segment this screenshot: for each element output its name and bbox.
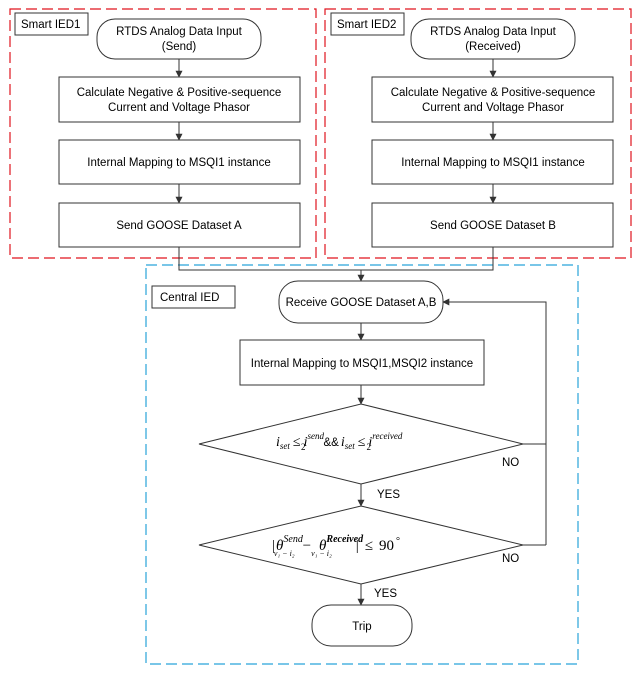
d2-theta1: θ <box>276 538 284 554</box>
d2-theta2: θ <box>319 538 327 554</box>
smart-ied2-title-box <box>330 12 405 36</box>
central-mapping-label: Internal Mapping to MSQI1,MSQI2 instance <box>251 358 473 370</box>
receive-label: Receive GOOSE Dataset A,B <box>286 297 437 309</box>
ied2-calc-line1: Calculate Negative & Positive-sequence <box>391 87 596 99</box>
d2-degree: ° <box>396 536 400 547</box>
central-mapping-box <box>239 339 485 386</box>
ied1-send-box <box>58 202 301 248</box>
yes1-label: YES <box>377 489 400 501</box>
ied2-send-label: Send GOOSE Dataset B <box>430 220 556 232</box>
connector-datasets-merge <box>178 247 494 271</box>
d1-leq: ≤ <box>293 435 301 450</box>
central-ied-group <box>145 264 579 665</box>
loopback-to-receive <box>442 298 547 545</box>
ied1-input-terminal <box>96 18 262 60</box>
no2-label: NO <box>502 553 519 565</box>
smart-ied1-group <box>9 8 317 259</box>
ied1-calc-line2: Current and Voltage Phasor <box>108 102 250 114</box>
d1-leq2: ≤ <box>358 435 366 450</box>
ied2-mapping-label: Internal Mapping to MSQI1 instance <box>401 157 584 169</box>
ied1-mapping-label: Internal Mapping to MSQI1 instance <box>87 157 270 169</box>
d1-two-sub: 2 <box>301 442 306 452</box>
d2-bar-open: | <box>272 538 275 554</box>
ied1-send-label: Send GOOSE Dataset A <box>116 220 242 232</box>
d2-bar-close: | <box>356 538 359 554</box>
ied1-mapping-box <box>58 139 301 185</box>
ied2-send-box <box>371 202 614 248</box>
ied1-calc-line1: Calculate Negative & Positive-sequence <box>77 87 282 99</box>
smart-ied2-group <box>324 8 632 259</box>
ied1-input-line1: RTDS Analog Data Input <box>116 26 243 38</box>
ied2-calc-line2: Current and Voltage Phasor <box>422 102 564 114</box>
ied1-input-line2: (Send) <box>162 41 197 53</box>
ied2-input-terminal <box>410 18 576 60</box>
d1-i: i <box>276 435 280 450</box>
d1-set-sub2: set <box>345 441 355 451</box>
central-ied-title-box <box>151 285 236 309</box>
d1-i4: i <box>368 435 372 450</box>
decision2-diamond <box>198 505 524 585</box>
yes2-label: YES <box>374 588 397 600</box>
d2-value: 90 <box>379 538 394 554</box>
d1-send-sup: send <box>307 431 324 441</box>
ied1-calc-box <box>58 76 301 123</box>
ied2-input-line1: RTDS Analog Data Input <box>430 26 557 38</box>
central-ied-title: Central IED <box>160 292 219 304</box>
smart-ied1-title: Smart IED1 <box>21 19 80 31</box>
trip-label: Trip <box>352 621 371 633</box>
d2-sub1: v₁ − i₂ <box>274 549 295 558</box>
d1-two-sub2: 2 <box>366 442 371 452</box>
d1-and: && <box>323 437 339 449</box>
d2-sub2: v₁ − i₂ <box>311 549 332 558</box>
trip-terminal <box>311 604 413 647</box>
d1-set-sub: set <box>280 441 290 451</box>
d2-leq: ≤ <box>365 538 373 554</box>
d2-minus: − <box>303 538 311 554</box>
smart-ied2-title: Smart IED2 <box>337 19 396 31</box>
d2-send-sup: Send <box>283 534 303 545</box>
ied2-input-line2: (Received) <box>465 41 521 53</box>
d1-received-sup: received <box>372 431 403 441</box>
no1-label: NO <box>502 457 519 469</box>
d2-received-sup: Received <box>325 534 364 545</box>
smart-ied1-title-box <box>14 12 89 36</box>
d1-i3: i <box>341 435 345 450</box>
ied2-calc-box <box>371 76 614 123</box>
d1-i2: i <box>304 435 308 450</box>
